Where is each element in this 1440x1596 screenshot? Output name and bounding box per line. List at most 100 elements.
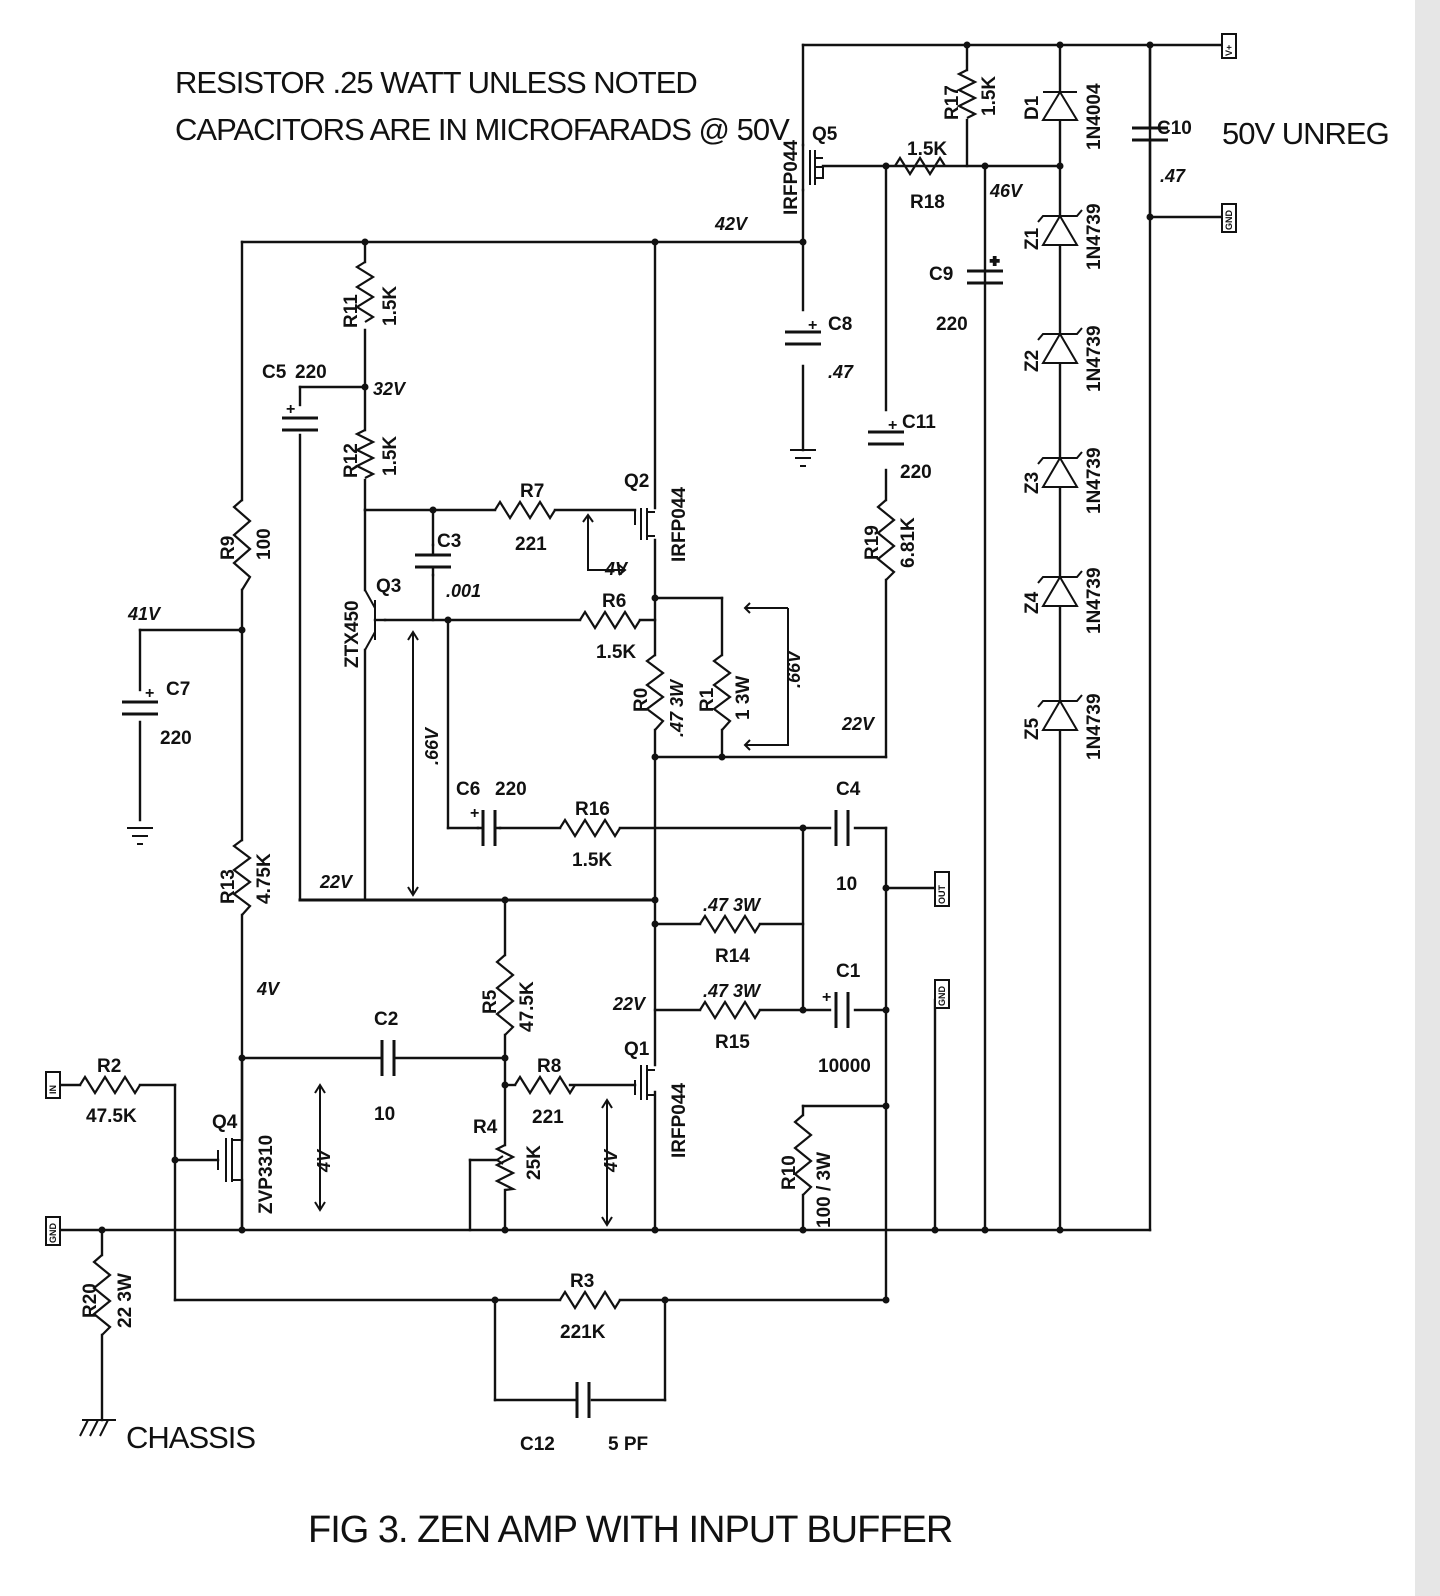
svg-text:220: 220 (160, 728, 192, 749)
zener-z1: Z1 1N4739 (1022, 203, 1105, 270)
resistor-r16: R16 1.5K (559, 799, 621, 871)
svg-text:10: 10 (374, 1104, 395, 1125)
svg-text:.66V: .66V (422, 726, 442, 765)
resistor-r20: R20 22 3W (80, 1254, 136, 1336)
capacitor-c5: + C5 220 (262, 362, 327, 432)
svg-text:R20: R20 (80, 1283, 101, 1318)
resistor-r10: R10 100 / 3W (779, 1114, 835, 1228)
mosfet-q4: Q4 ZVP3310 (212, 1112, 277, 1214)
capacitor-c10: C10 .47 (1132, 43, 1192, 219)
svg-text:GND: GND (48, 1223, 58, 1244)
svg-text:100: 100 (254, 528, 275, 560)
capacitor-c1: + C1 10000 (818, 961, 871, 1077)
svg-text:Q2: Q2 (624, 471, 649, 492)
capacitor-c2: C2 10 (374, 1009, 398, 1125)
svg-text:220: 220 (295, 362, 327, 383)
resistor-r18: 1.5K R18 (894, 139, 947, 213)
svg-text:C6: C6 (456, 779, 480, 800)
svg-text:+: + (822, 989, 831, 1006)
capacitor-c8: + C8 .47 (785, 314, 854, 382)
svg-text:4V: 4V (256, 979, 281, 999)
svg-text:R2: R2 (97, 1056, 121, 1077)
svg-text:GND: GND (1224, 210, 1234, 231)
svg-text:R4: R4 (473, 1117, 498, 1138)
svg-text:IRFP044: IRFP044 (669, 487, 690, 562)
svg-text:22 3W: 22 3W (115, 1273, 136, 1328)
svg-text:10000: 10000 (818, 1056, 871, 1077)
svg-text:ZVP3310: ZVP3310 (256, 1135, 277, 1214)
resistor-r4: R4 25K (473, 1117, 545, 1192)
svg-text:C2: C2 (374, 1009, 398, 1030)
svg-text:R14: R14 (715, 946, 750, 967)
svg-text:1N4739: 1N4739 (1084, 567, 1105, 634)
svg-text:22V: 22V (319, 872, 354, 892)
svg-text:+: + (888, 417, 897, 434)
svg-text:221: 221 (532, 1107, 564, 1128)
capacitor-c7: + C7 220 (122, 679, 192, 749)
resistor-r6: R6 1.5K (579, 591, 641, 663)
svg-text:46V: 46V (989, 181, 1024, 201)
svg-text:R1: R1 (697, 687, 718, 712)
svg-text:1.5K: 1.5K (979, 76, 1000, 116)
svg-text:1N4739: 1N4739 (1084, 203, 1105, 270)
resistor-r2: R2 47.5K (79, 1056, 141, 1127)
terminal-gnd-input: GND (45, 1216, 61, 1246)
svg-text:25K: 25K (524, 1145, 545, 1180)
svg-text:R9: R9 (218, 536, 239, 560)
svg-text:47.5K: 47.5K (86, 1106, 137, 1127)
resistor-r14: .47 3W R14 (699, 895, 762, 967)
wires (60, 43, 1224, 1422)
svg-text:.47 3W: .47 3W (703, 895, 762, 915)
svg-text:C8: C8 (828, 314, 852, 335)
svg-text:6.81K: 6.81K (898, 517, 919, 568)
mosfet-q5: Q5 IRFP044 (781, 124, 838, 215)
resistor-r8: R8 221 (514, 1056, 576, 1128)
resistor-r17: R17 1.5K (942, 69, 1000, 120)
bjt-q3: Q3 ZTX450 (342, 576, 401, 668)
svg-text:R11: R11 (341, 294, 362, 328)
svg-text:1.5K: 1.5K (380, 436, 401, 476)
svg-text:R6: R6 (602, 591, 626, 612)
svg-text:41V: 41V (127, 604, 162, 624)
svg-text:32V: 32V (373, 379, 407, 399)
terminal-vplus: V+ (1221, 33, 1237, 59)
svg-text:R17: R17 (942, 85, 963, 120)
svg-text:Z5: Z5 (1022, 717, 1043, 740)
svg-text:4.75K: 4.75K (254, 853, 275, 904)
svg-text:Q5: Q5 (812, 124, 838, 145)
voltage-labels: 42V 46V 32V 41V 22V 22V 22V 4V 4V 4V 4V … (127, 181, 1024, 1173)
svg-text:R13: R13 (218, 869, 239, 904)
svg-text:+: + (990, 253, 999, 270)
svg-text:D1: D1 (1022, 95, 1043, 120)
diode-d1: D1 1N4004 (1022, 83, 1105, 150)
svg-text:Q1: Q1 (624, 1039, 650, 1060)
svg-text:C5: C5 (262, 362, 287, 383)
resistor-r5: R5 47.5K (480, 954, 538, 1036)
svg-text:4V: 4V (314, 1148, 334, 1173)
svg-text:1N4739: 1N4739 (1084, 325, 1105, 392)
svg-text:1.5K: 1.5K (596, 642, 636, 663)
svg-text:+: + (470, 805, 479, 822)
svg-text:R8: R8 (537, 1056, 561, 1077)
svg-text:C12: C12 (520, 1434, 555, 1455)
svg-text:IRFP044: IRFP044 (669, 1083, 690, 1158)
svg-text:V+: V+ (1224, 45, 1234, 56)
resistor-r19: R19 6.81K (862, 499, 919, 581)
measurement-arrows (314, 513, 789, 1227)
svg-text:CHASSIS: CHASSIS (126, 1420, 255, 1455)
svg-text:R3: R3 (570, 1271, 594, 1292)
svg-text:Z4: Z4 (1022, 591, 1043, 614)
svg-text:Q4: Q4 (212, 1112, 238, 1133)
zener-z2: Z2 1N4739 (1022, 325, 1105, 392)
svg-text:1.5K: 1.5K (572, 850, 612, 871)
svg-text:1.5K: 1.5K (380, 286, 401, 326)
svg-text:+: + (286, 401, 295, 418)
svg-text:10: 10 (836, 874, 857, 895)
svg-text:100 / 3W: 100 / 3W (814, 1152, 835, 1228)
figure-caption: FIG 3. ZEN AMP WITH INPUT BUFFER (308, 1509, 952, 1551)
svg-text:1N4739: 1N4739 (1084, 693, 1105, 760)
chassis-ground-icon: CHASSIS (79, 1419, 256, 1455)
mosfet-q2: Q2 IRFP044 (624, 471, 690, 562)
svg-text:R12: R12 (341, 443, 362, 478)
svg-text:1N4739: 1N4739 (1084, 447, 1105, 514)
